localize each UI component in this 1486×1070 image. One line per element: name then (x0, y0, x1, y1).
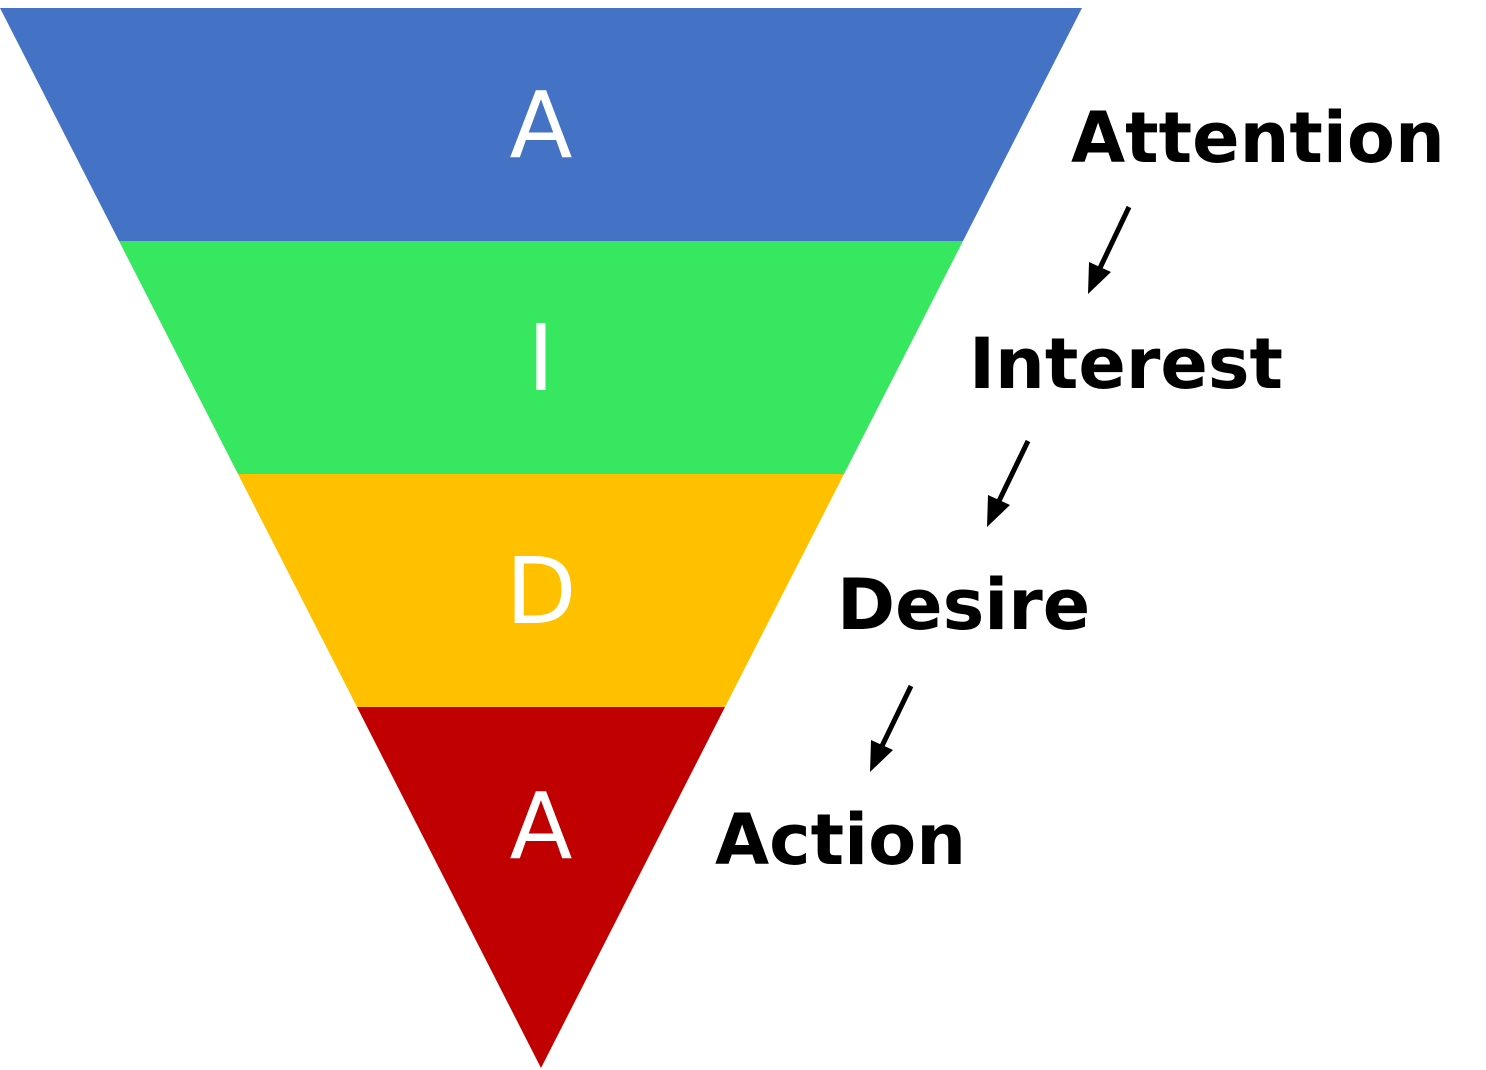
funnel-letter-attention: A (510, 72, 573, 179)
funnel-band-desire (238, 474, 844, 707)
arrow-down-left-icon (870, 684, 914, 772)
funnel-letters: A I D A (506, 72, 577, 880)
stage-label-interest: Interest (969, 323, 1283, 405)
funnel-band-attention (0, 8, 1082, 241)
arrow-down-left-icon (1088, 205, 1132, 294)
stage-labels: Attention Interest Desire Action (715, 97, 1445, 881)
funnel-band-interest (119, 241, 963, 474)
funnel-letter-action: A (510, 773, 573, 880)
funnel (0, 8, 1082, 1068)
stage-label-desire: Desire (837, 564, 1090, 646)
stage-label-attention: Attention (1071, 97, 1445, 179)
funnel-band-action (357, 707, 725, 1068)
arrow-down-left-icon (987, 439, 1031, 527)
stage-label-action: Action (715, 799, 966, 881)
flow-arrows (870, 205, 1132, 772)
funnel-letter-desire: D (506, 538, 577, 645)
funnel-letter-interest: I (527, 305, 554, 412)
